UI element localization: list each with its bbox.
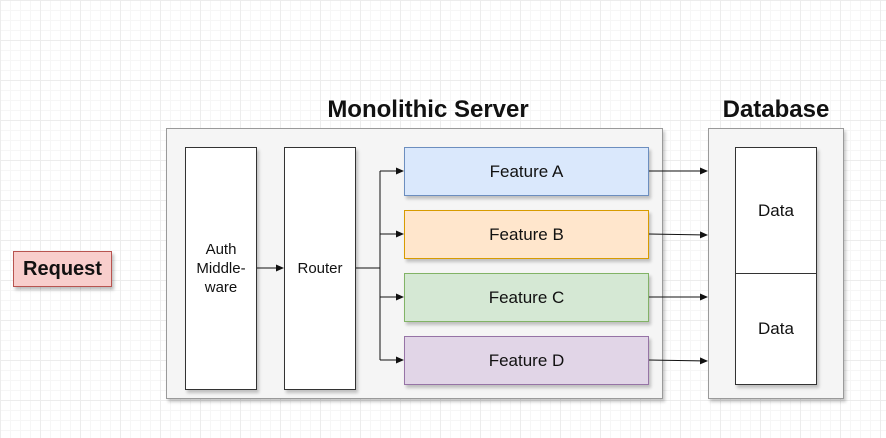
feature-a-box: Feature A xyxy=(404,147,649,196)
data-cell-1-label: Data xyxy=(758,200,794,220)
router-box: Router xyxy=(284,147,356,390)
database-data-box: Data Data xyxy=(735,147,817,385)
feature-a-label: Feature A xyxy=(489,161,564,181)
data-cell-1: Data xyxy=(736,148,816,274)
feature-c-label: Feature C xyxy=(488,287,565,307)
request-label: Request xyxy=(23,257,102,280)
feature-d-label: Feature D xyxy=(488,350,565,370)
feature-d-box: Feature D xyxy=(404,336,649,385)
server-title: Monolithic Server xyxy=(327,96,529,123)
feature-b-label: Feature B xyxy=(489,224,564,244)
feature-c-box: Feature C xyxy=(404,273,649,322)
auth-middleware-box: Auth Middle- ware xyxy=(185,147,257,390)
request-node: Request xyxy=(13,251,112,287)
auth-middleware-label: Auth Middle- ware xyxy=(196,241,246,296)
data-cell-2-label: Data xyxy=(758,318,794,338)
database-title: Database xyxy=(722,96,830,123)
data-cell-2: Data xyxy=(736,273,816,384)
router-label: Router xyxy=(297,260,343,277)
feature-b-box: Feature B xyxy=(404,210,649,259)
